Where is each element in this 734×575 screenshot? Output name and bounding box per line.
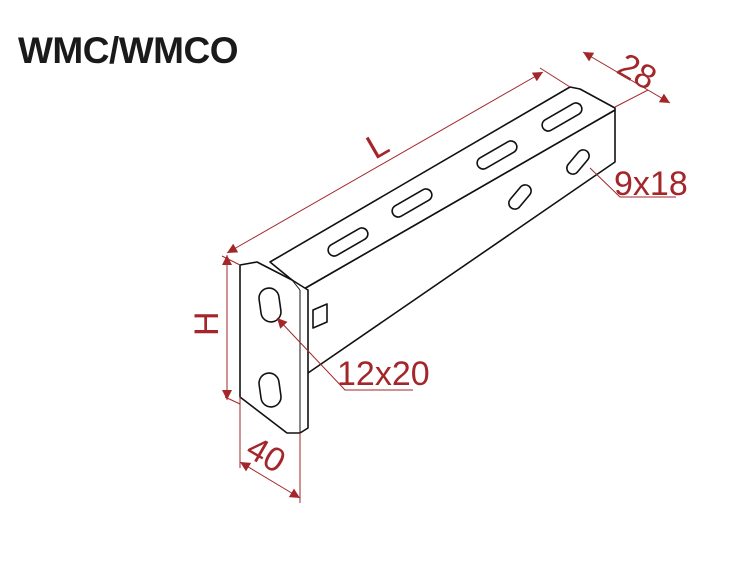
end-plate <box>239 261 309 434</box>
dim-plate-hole-label: 12x20 <box>337 355 430 393</box>
plate-hole-top <box>258 287 282 323</box>
dim-length-label: L <box>360 125 395 167</box>
dim-width-label: 28 <box>611 46 663 98</box>
dim-plate-width-label: 40 <box>240 429 292 481</box>
dim-side-hole-label: 9x18 <box>614 165 688 203</box>
product-title: WMC/WMCO <box>18 30 239 71</box>
square-hole <box>312 303 328 329</box>
dim-height-label: H <box>188 311 226 336</box>
plate-hole-bottom <box>258 372 282 408</box>
dimension-lines <box>221 51 676 503</box>
